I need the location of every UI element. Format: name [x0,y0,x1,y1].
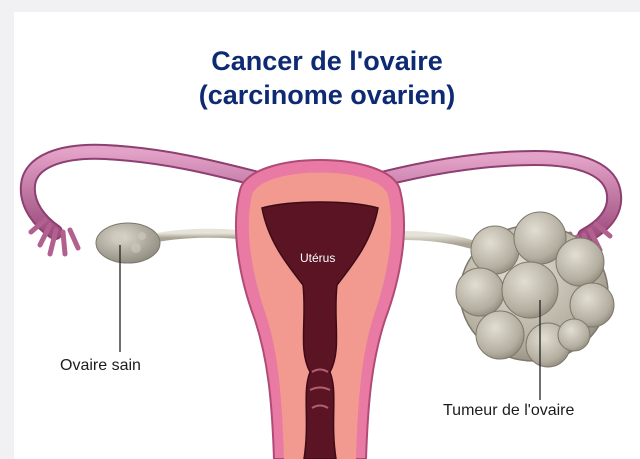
uterus [236,160,404,459]
uterus-label: Utérus [300,251,335,265]
healthy-ovary [96,223,160,263]
tumor-label: Tumeur de l'ovaire [443,402,574,420]
healthy-ovary-label: Ovaire sain [60,357,141,375]
